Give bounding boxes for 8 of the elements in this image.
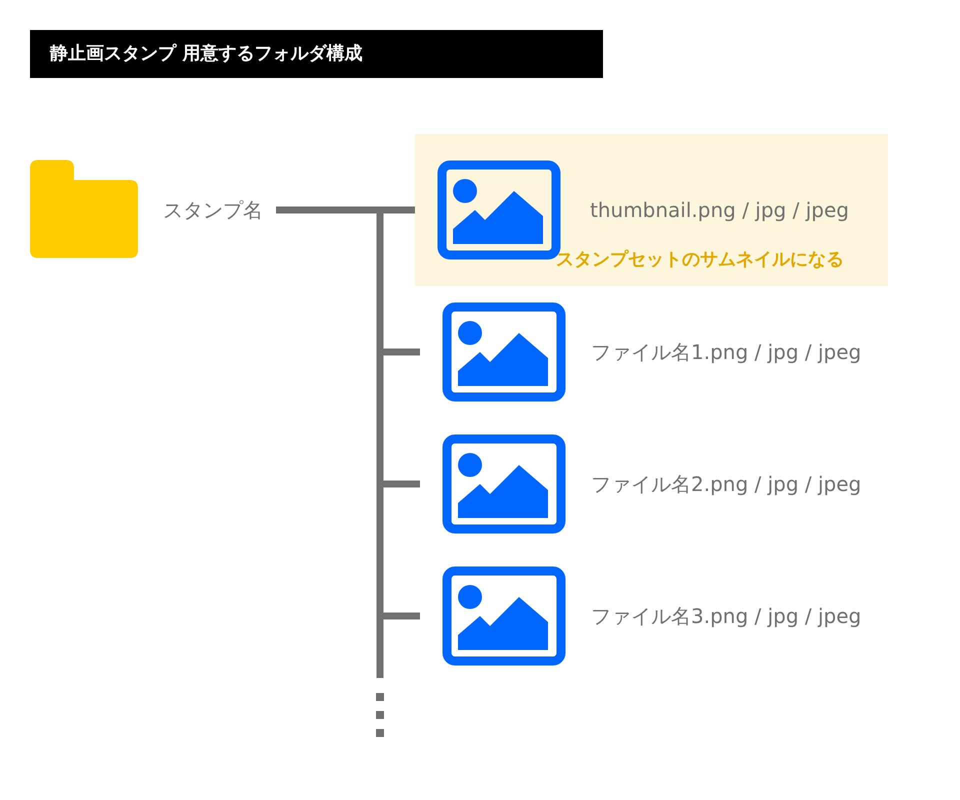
title-bar: 静止画スタンプ 用意するフォルダ構成 [30,30,603,78]
folder-name: スタンプ名 [163,198,263,222]
file-name: ファイル名1.png / jpg / jpeg [591,340,862,364]
file-name: ファイル名2.png / jpg / jpeg [591,472,862,496]
file-name: thumbnail.png / jpg / jpeg [590,198,849,222]
highlight-band [415,134,888,286]
note-text: スタンプセットのサムネイルになる [556,248,844,272]
file-name: ファイル名3.png / jpg / jpeg [591,604,862,628]
